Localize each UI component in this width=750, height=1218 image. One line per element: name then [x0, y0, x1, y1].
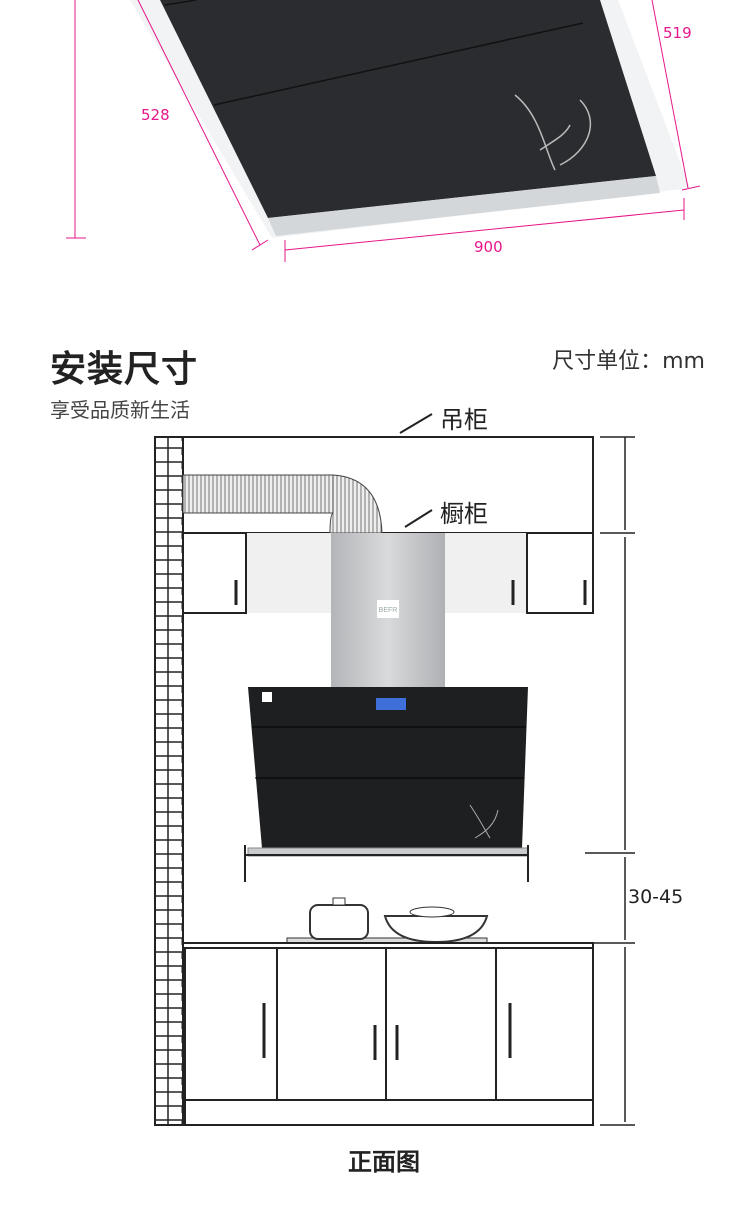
dim-depth-right: 519	[663, 24, 692, 42]
hood-glass-panel	[160, 0, 656, 218]
label-wall-cabinet: 吊柜	[440, 406, 488, 434]
pot-icon	[309, 904, 369, 940]
brand-logo-text: BEFR	[379, 607, 398, 614]
wall-cabinet	[182, 436, 594, 534]
hood-top-view	[66, 0, 701, 262]
wok-icon	[383, 915, 489, 944]
dimension-lines	[66, 0, 701, 262]
dim-gap: 30-45	[628, 886, 684, 908]
upper-cabinet-left	[182, 532, 247, 614]
unit-label: 尺寸单位：mm	[552, 349, 705, 374]
dim-depth-left: 528	[141, 106, 170, 124]
section-subtitle: 享受品质新生活	[50, 398, 190, 422]
label-cabinet: 橱柜	[440, 500, 488, 528]
upper-cabinet-right	[526, 532, 594, 614]
diagram-caption: 正面图	[348, 1148, 420, 1176]
exhaust-duct	[182, 474, 334, 514]
brand-logo	[377, 600, 399, 618]
hood-base-trim	[247, 847, 529, 857]
plinth	[184, 1099, 594, 1126]
height-dimensions	[560, 436, 635, 1126]
control-display	[376, 698, 406, 710]
brick-wall	[154, 436, 184, 1126]
swallow-icon	[514, 94, 591, 171]
hood-body	[248, 687, 528, 848]
section-title: 安装尺寸	[50, 349, 199, 390]
countertop	[182, 942, 594, 949]
base-cabinets	[184, 947, 594, 1101]
hood-chimney	[331, 533, 445, 687]
cooktop	[286, 937, 488, 947]
dim-width: 900	[474, 238, 503, 256]
